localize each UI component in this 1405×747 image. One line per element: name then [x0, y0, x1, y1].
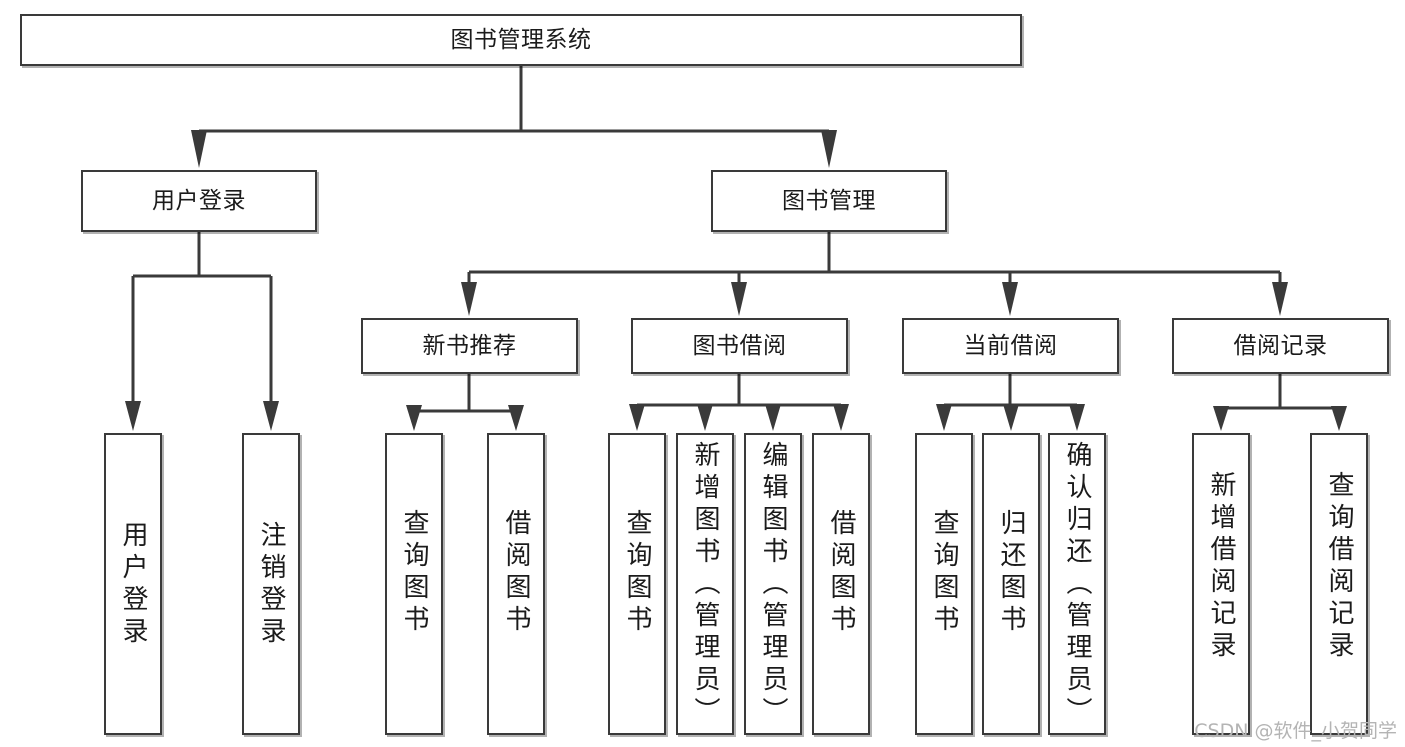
- leaf-confirm-return[interactable]: 确认归还（管理员）: [1048, 433, 1106, 735]
- node-book-borrow[interactable]: 图书借阅: [631, 318, 848, 374]
- leaf-edit-book[interactable]: 编辑图书（管理员）: [744, 433, 802, 735]
- node-new-book-recommend-label: 新书推荐: [422, 332, 517, 359]
- leaf-query-book-1[interactable]: 查询图书: [385, 433, 443, 735]
- node-borrow-record[interactable]: 借阅记录: [1172, 318, 1389, 374]
- leaf-add-book-label: 新增图书（管理员）: [690, 441, 720, 729]
- node-book-manage-label: 图书管理: [782, 187, 876, 214]
- node-book-borrow-label: 图书借阅: [692, 332, 787, 359]
- leaf-borrow-book-1[interactable]: 借阅图书: [487, 433, 545, 735]
- leaf-user-login[interactable]: 用户登录: [104, 433, 162, 735]
- leaf-borrow-book-1-label: 借阅图书: [501, 509, 531, 637]
- leaf-add-record-label: 新增借阅记录: [1206, 471, 1236, 663]
- leaf-query-book-3[interactable]: 查询图书: [915, 433, 973, 735]
- leaf-query-record-label: 查询借阅记录: [1324, 471, 1354, 663]
- leaf-add-record[interactable]: 新增借阅记录: [1192, 433, 1250, 735]
- leaf-query-record[interactable]: 查询借阅记录: [1310, 433, 1368, 735]
- node-root[interactable]: 图书管理系统: [20, 14, 1022, 66]
- leaf-logout-login[interactable]: 注销登录: [242, 433, 300, 735]
- node-user-login[interactable]: 用户登录: [81, 170, 317, 232]
- leaf-add-book[interactable]: 新增图书（管理员）: [676, 433, 734, 735]
- leaf-query-book-2-label: 查询图书: [622, 509, 652, 637]
- leaf-borrow-book-2[interactable]: 借阅图书: [812, 433, 870, 735]
- leaf-return-book-label: 归还图书: [996, 509, 1026, 637]
- node-user-login-label: 用户登录: [152, 187, 246, 214]
- leaf-logout-login-label: 注销登录: [256, 521, 286, 649]
- node-borrow-record-label: 借阅记录: [1233, 332, 1328, 359]
- node-new-book-recommend[interactable]: 新书推荐: [361, 318, 578, 374]
- node-root-label: 图书管理系统: [450, 26, 592, 53]
- node-current-borrow-label: 当前借阅: [963, 332, 1058, 359]
- csdn-watermark: CSDN @软件_小贺同学: [1194, 720, 1397, 742]
- leaf-query-book-3-label: 查询图书: [929, 509, 959, 637]
- leaf-edit-book-label: 编辑图书（管理员）: [758, 441, 788, 729]
- leaf-query-book-1-label: 查询图书: [399, 509, 429, 637]
- leaf-query-book-2[interactable]: 查询图书: [608, 433, 666, 735]
- leaf-borrow-book-2-label: 借阅图书: [826, 509, 856, 637]
- leaf-user-login-label: 用户登录: [118, 521, 148, 649]
- node-current-borrow[interactable]: 当前借阅: [902, 318, 1119, 374]
- leaf-return-book[interactable]: 归还图书: [982, 433, 1040, 735]
- node-book-manage[interactable]: 图书管理: [711, 170, 947, 232]
- leaf-confirm-return-label: 确认归还（管理员）: [1062, 441, 1092, 729]
